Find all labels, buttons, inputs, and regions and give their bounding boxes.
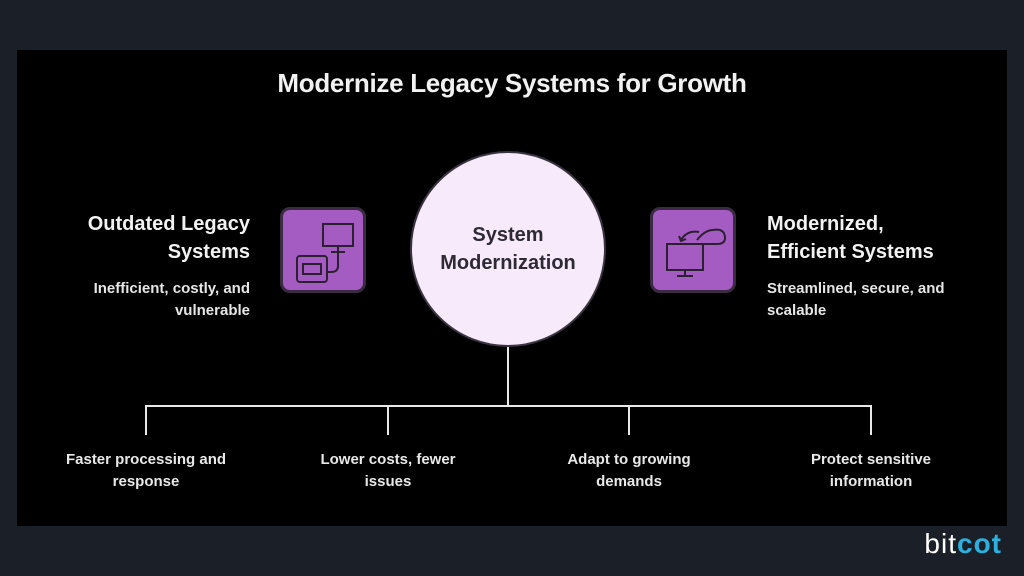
benefit-text: Adapt to growing [567,451,691,468]
benefit-speed: Faster processing and response [36,449,256,493]
bitcot-logo: bitcot [924,528,1002,560]
benefit-text: Protect sensitive [810,451,932,468]
legacy-title-2: Systems [167,241,250,263]
benefit-scalability: Adapt to growing demands [519,449,739,493]
logo-part-1: bit [924,528,957,559]
logo-part-2: cot [957,528,1002,559]
diagram-title: Modernize Legacy Systems for Growth [277,68,747,98]
center-line-2: Modernization [440,252,576,274]
connector-branch-4 [870,405,872,435]
modern-desc-2: scalable [767,302,827,319]
connector-bar [145,405,872,407]
modern-title-2: Efficient Systems [767,241,934,263]
benefit-text: Faster processing and [65,451,227,468]
benefit-cost: Lower costs, fewer issues [278,449,498,493]
center-line-1: System [472,224,544,246]
benefit-text: information [829,473,913,490]
legacy-hardware-icon [280,207,366,293]
benefit-text: demands [596,473,662,490]
connector-branch-3 [628,405,630,435]
modern-title-1: Modernized, [767,213,884,235]
modern-systems-node: Modernized, Efficient Systems Streamlined… [767,210,945,322]
benefit-text: response [112,473,180,490]
cloud-sync-monitor-icon [650,207,736,293]
benefit-text: Lower costs, fewer [320,451,456,468]
legacy-desc-2: vulnerable [174,302,250,319]
legacy-title-1: Outdated Legacy [87,213,250,235]
connector-branch-2 [387,405,389,435]
connector-branch-1 [145,405,147,435]
connector-trunk [507,347,509,407]
benefit-security: Protect sensitive information [761,449,981,493]
modern-desc-1: Streamlined, secure, and [767,280,945,297]
legacy-desc-1: Inefficient, costly, and [93,280,250,297]
benefit-text: issues [364,473,412,490]
